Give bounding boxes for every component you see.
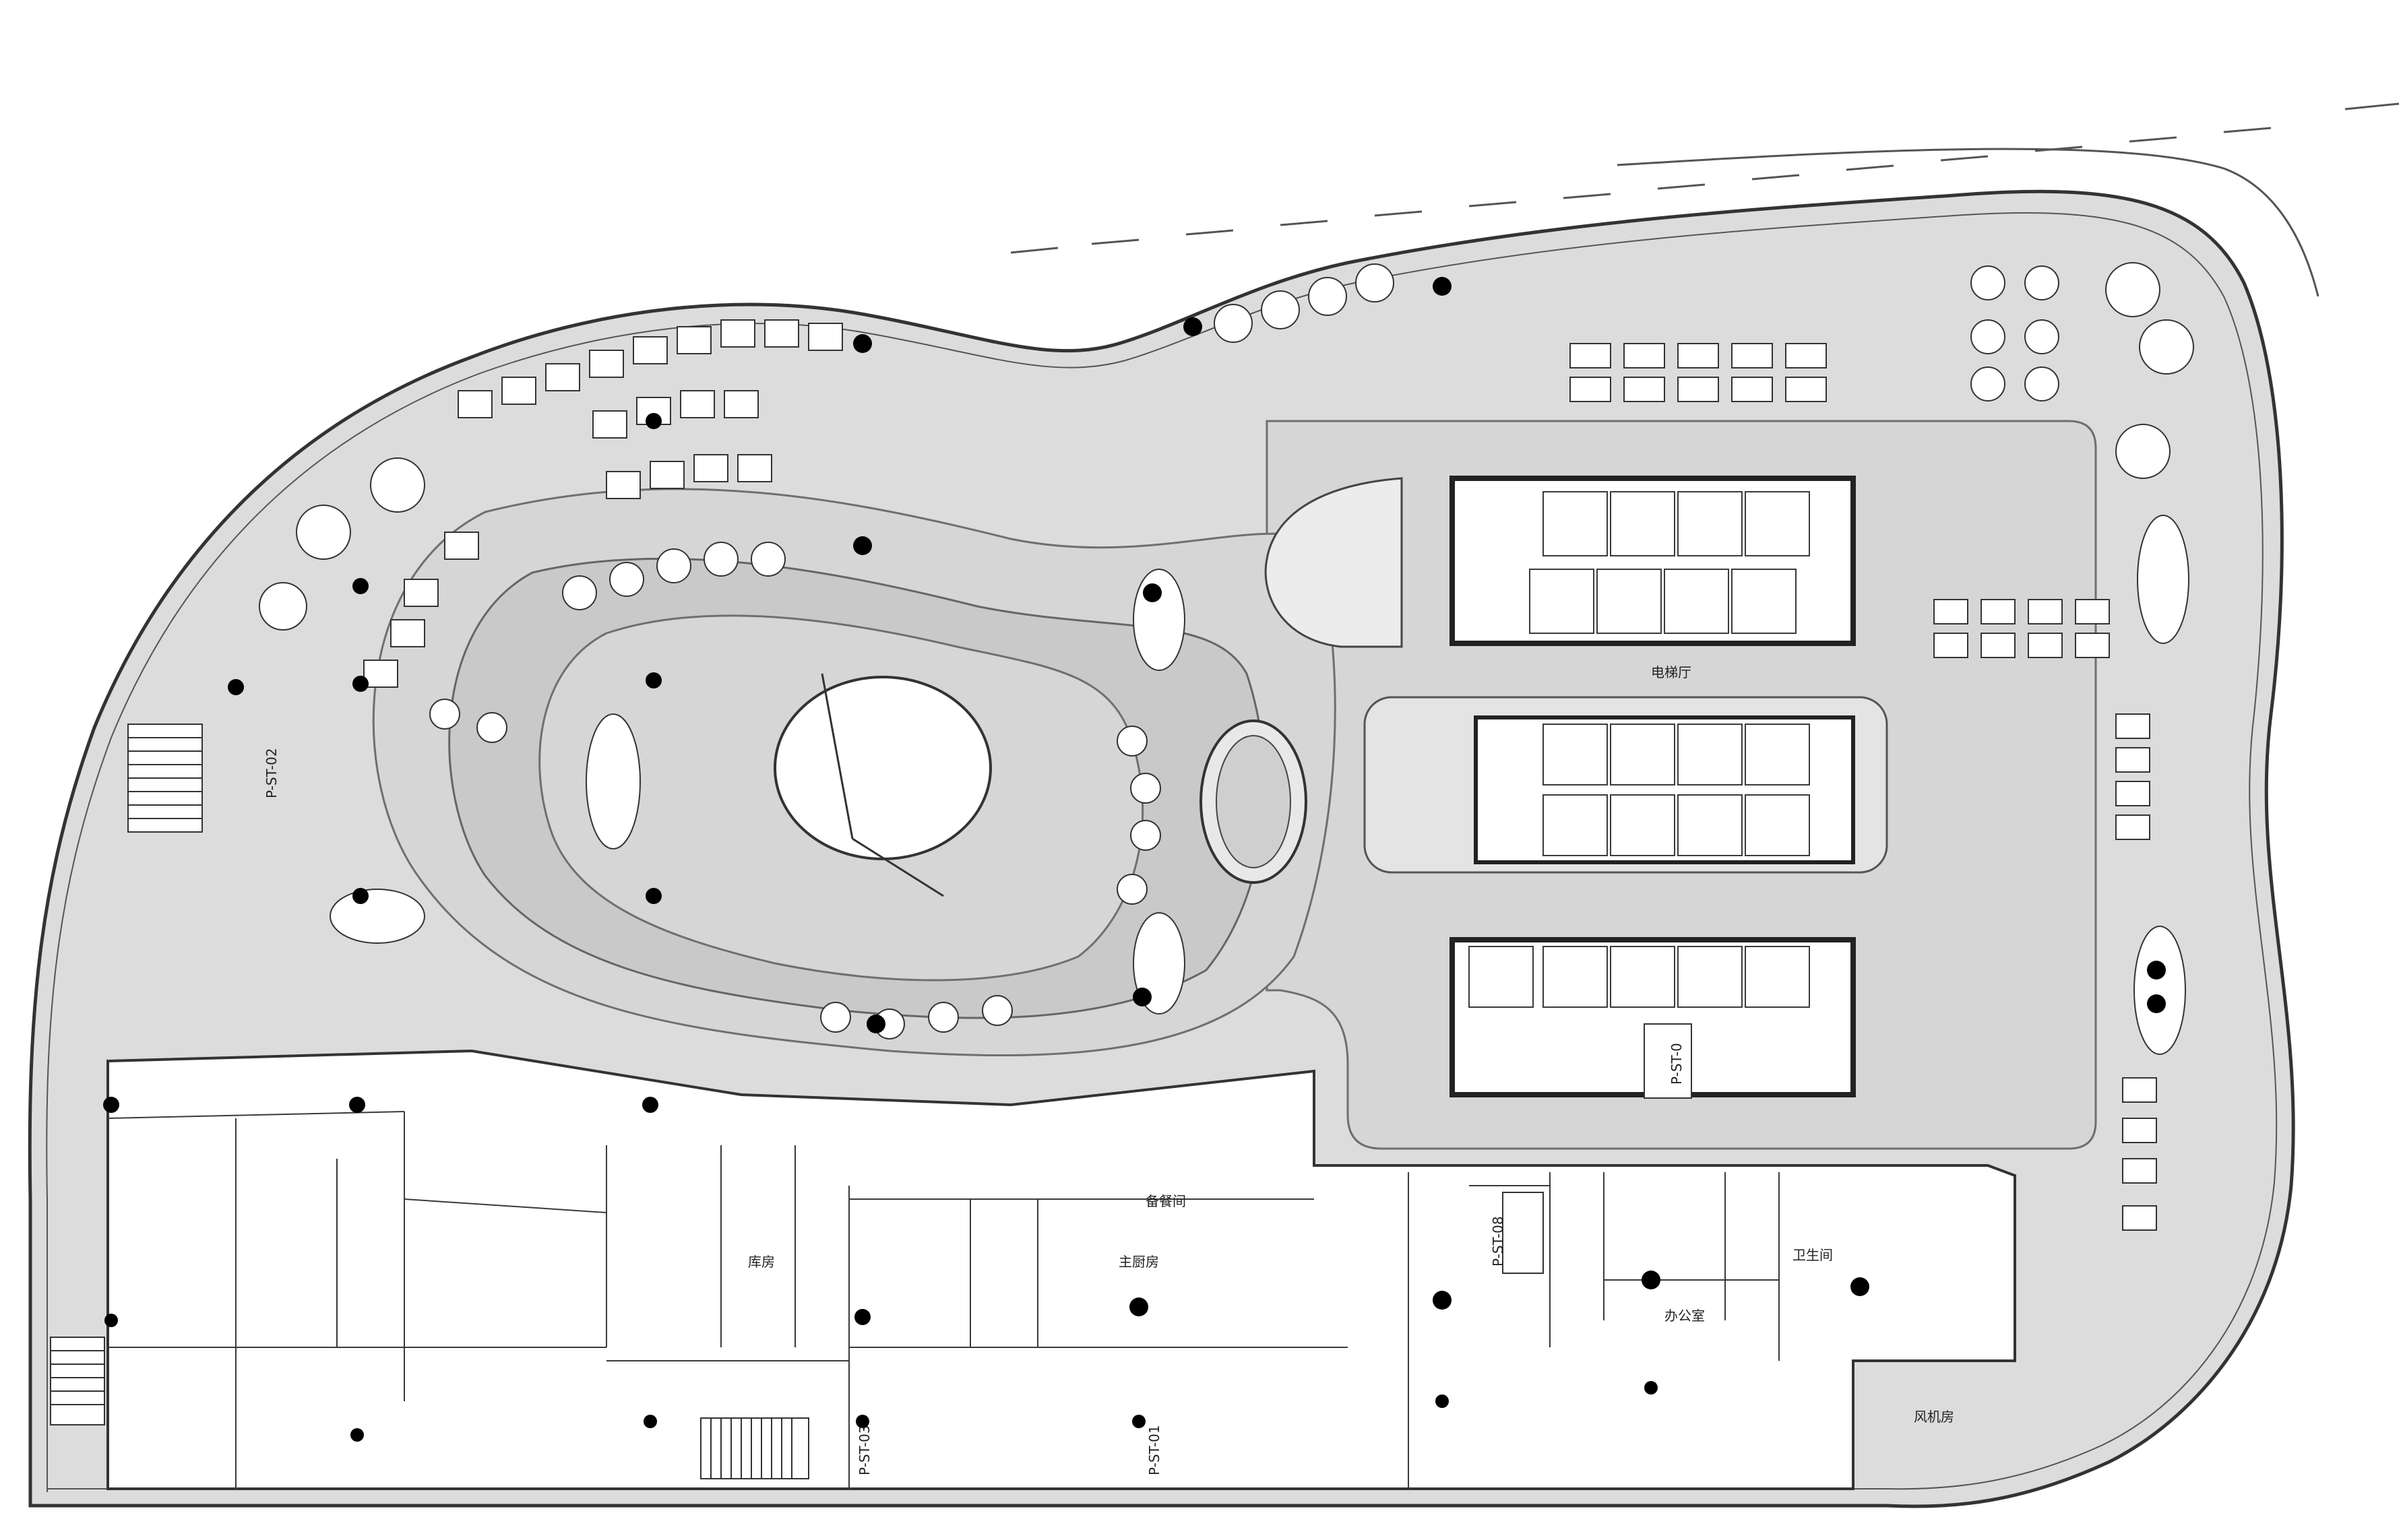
label-lift-hall: 电梯厅 <box>1651 664 1691 680</box>
round-tables <box>259 262 2194 1039</box>
stair-treads <box>50 724 1692 1479</box>
lift-core-top <box>1449 476 1856 646</box>
label-store: 库房 <box>748 1254 775 1270</box>
atrium-line-2 <box>852 837 944 897</box>
label-stair-4: P-ST-08 <box>1490 1216 1506 1266</box>
label-stair-1: P-ST-02 <box>263 748 280 798</box>
label-stair-5: P-ST-0 <box>1669 1043 1685 1085</box>
label-office: 办公室 <box>1664 1308 1705 1324</box>
dining-tables-band <box>363 319 843 688</box>
label-pantry: 备餐间 <box>1146 1193 1186 1209</box>
oval-planters <box>330 515 2189 1055</box>
service-walls <box>107 1111 1780 1489</box>
atrium-line <box>821 673 854 839</box>
lift-core-mid <box>1363 696 1888 874</box>
label-stair-2: P-ST-03 <box>856 1425 873 1475</box>
dining-tables-right <box>1569 343 2157 1231</box>
label-stair-3: P-ST-01 <box>1146 1425 1162 1475</box>
site-curve <box>1617 148 2319 297</box>
core-left-lobe <box>1264 477 1403 648</box>
atrium-void <box>774 676 992 860</box>
label-machine-room: 风机房 <box>1914 1409 1954 1425</box>
label-toilet: 卫生间 <box>1792 1247 1833 1263</box>
label-kitchen: 主厨房 <box>1119 1254 1159 1270</box>
service-block <box>106 1049 2016 1490</box>
building-outline-inner <box>46 212 2278 1492</box>
structural-columns <box>103 277 2166 1442</box>
round-bar-inner <box>1216 735 1291 868</box>
